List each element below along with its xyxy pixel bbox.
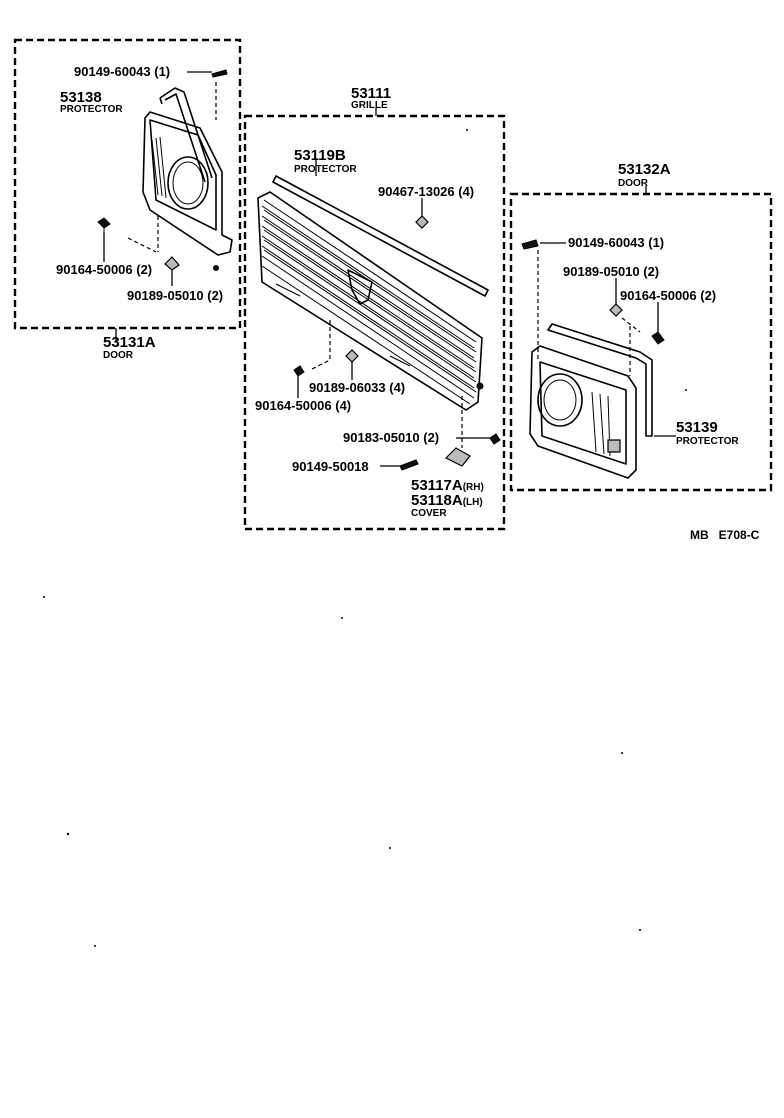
- grille-part: [257, 191, 484, 411]
- right-group-boundary: [509, 192, 773, 492]
- right-door-part: [529, 345, 637, 479]
- left-protector-name: PROTECTOR: [60, 104, 123, 115]
- center-clip-mid-label: 90189-06033 (4): [309, 380, 405, 395]
- left-door-part: [142, 111, 233, 271]
- left-assembly-name: DOOR: [103, 350, 134, 361]
- left-assembly-number: 53131A: [103, 334, 156, 351]
- left-screw-top-icon: [211, 69, 228, 78]
- center-screw-bottom-label: 90149-50018: [292, 459, 369, 474]
- center-assembly-number: 53111: [351, 85, 391, 102]
- center-grille-group: 53111 GRILLE 53119B PROTECTOR 90467-1302…: [243, 85, 506, 531]
- left-clip-lower-label: 90189-05010 (2): [127, 288, 223, 303]
- right-door-group: 53132A DOOR 90149-60043 (1) 90189-05010 …: [509, 161, 773, 492]
- center-group-boundary: [243, 114, 506, 531]
- right-protector-number: 53139: [676, 419, 718, 436]
- center-screw-bottom-icon: [399, 459, 419, 471]
- center-clip-mid-icon: [345, 349, 359, 363]
- left-clip-lower-icon: [164, 256, 180, 271]
- center-clip-right-label: 90183-05010 (2): [343, 430, 439, 445]
- center-clip-top-icon: [415, 215, 429, 229]
- right-assembly-number: 53132A: [618, 161, 671, 178]
- cover-part: [444, 447, 471, 467]
- left-door-group: 90149-60043 (1) 53138 PROTECTOR 90164-50…: [13, 38, 242, 361]
- left-screw-lower-label: 90164-50006 (2): [56, 262, 152, 277]
- left-group-boundary: [13, 38, 242, 330]
- cover-rh-number: 53117A(RH): [411, 477, 484, 494]
- center-protector-number: 53119B: [294, 147, 346, 164]
- right-clip-label: 90189-05010 (2): [563, 264, 659, 279]
- right-protector-part: [547, 323, 653, 437]
- left-screw-top-label: 90149-60043 (1): [74, 64, 170, 79]
- right-assembly-name: DOOR: [618, 178, 649, 189]
- right-clip-icon: [609, 303, 623, 317]
- cover-name: COVER: [411, 508, 447, 519]
- scan-specks: [43, 129, 687, 947]
- center-screw-mid-label: 90164-50006 (4): [255, 398, 351, 413]
- center-protector-name: PROTECTOR: [294, 164, 357, 175]
- center-assembly-name: GRILLE: [351, 100, 388, 111]
- center-clip-top-label: 90467-13026 (4): [378, 184, 474, 199]
- right-screw-label: 90164-50006 (2): [620, 288, 716, 303]
- cover-lh-number: 53118A(LH): [411, 492, 483, 509]
- diagram-reference-code: MB E708-C: [690, 528, 760, 542]
- center-protector-part: [272, 175, 489, 297]
- right-screw-icon: [651, 331, 665, 345]
- center-screw-mid-icon: [293, 365, 305, 377]
- right-protector-name: PROTECTOR: [676, 436, 739, 447]
- right-screw-top-icon: [521, 239, 539, 250]
- center-clip-right-icon: [489, 433, 501, 445]
- right-screw-top-label: 90149-60043 (1): [568, 235, 664, 250]
- left-protector-number: 53138: [60, 89, 102, 106]
